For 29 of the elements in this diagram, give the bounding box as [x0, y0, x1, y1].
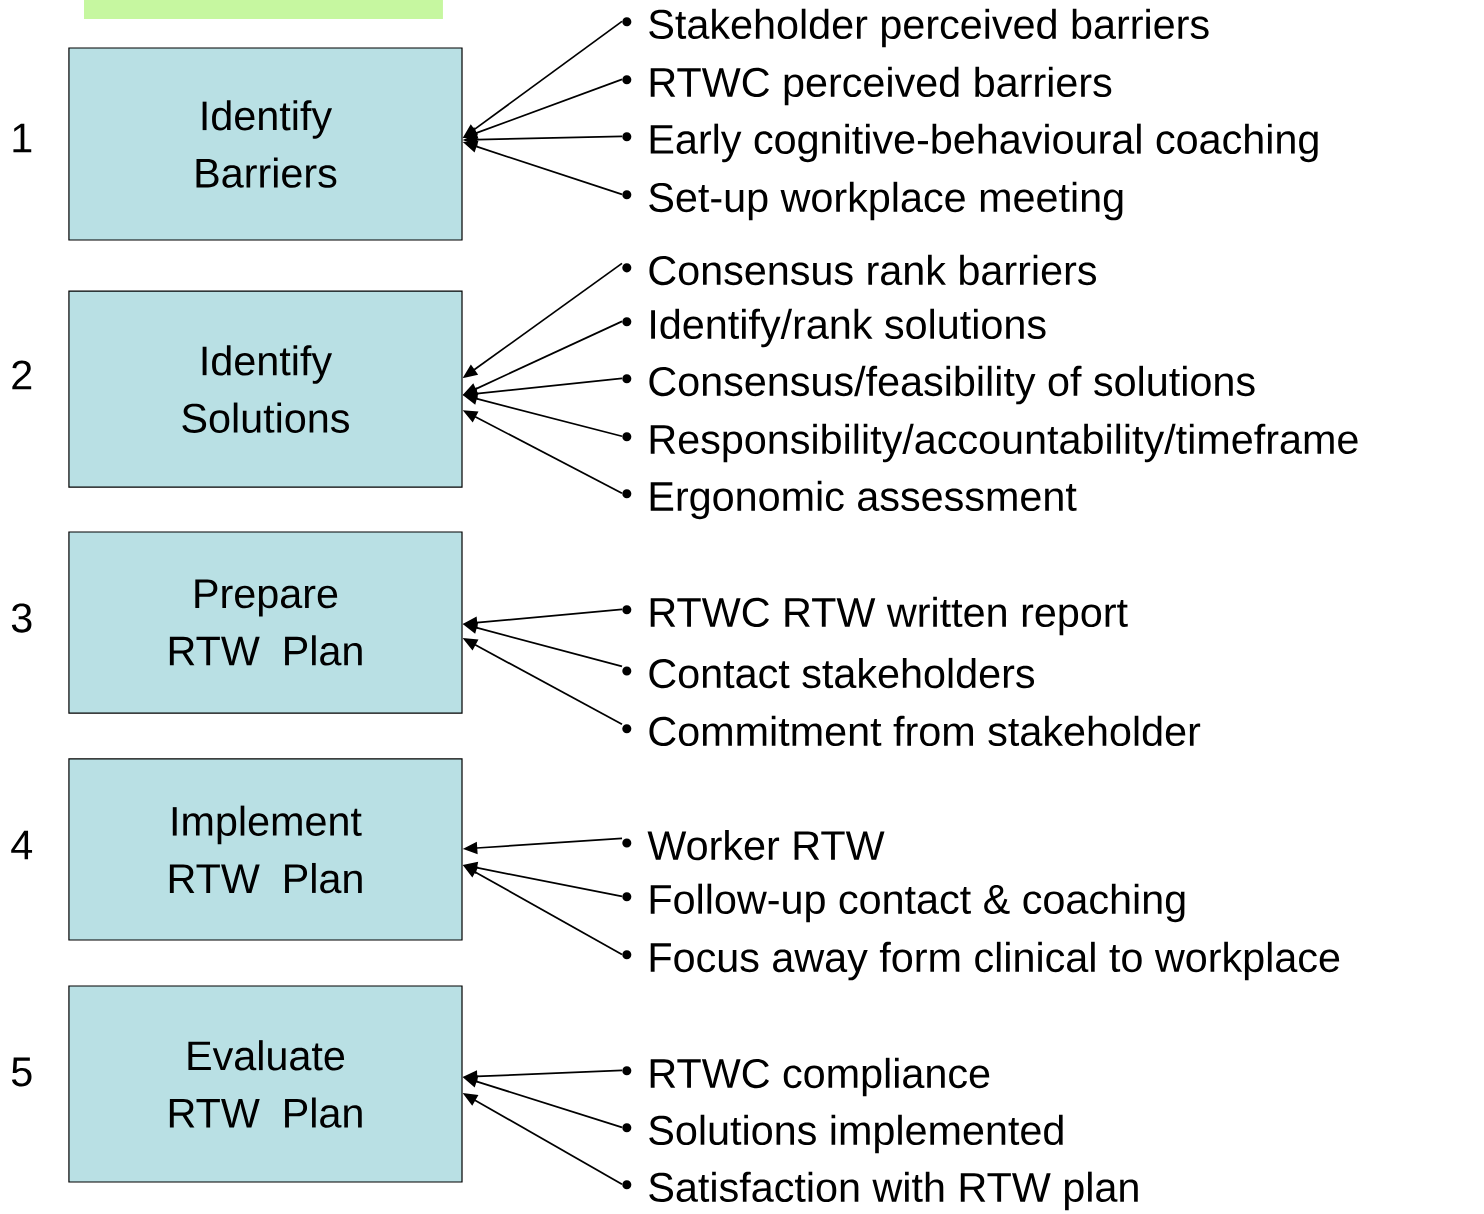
bullet-item: Stakeholder perceived barriers: [622, 8, 1209, 48]
bullet-item: RTWC perceived barriers: [622, 66, 1112, 106]
bullet-item: Commitment from stakeholder: [622, 715, 1201, 747]
bullet-item: Focus away form clinical to workplace: [622, 941, 1340, 981]
step-box: Identify Solutions: [68, 290, 463, 488]
bullet-item: Ergonomic assessment: [622, 480, 1077, 520]
bullet-item: Set-up workplace meeting: [622, 181, 1123, 221]
step-number: 5: [11, 1057, 32, 1087]
banner: [84, 0, 443, 20]
step-box: Implement RTW Plan: [68, 758, 463, 941]
step-number: 2: [12, 360, 32, 390]
step-box: Prepare RTW Plan: [68, 531, 463, 714]
bullet-item: Contact stakeholders: [622, 657, 1035, 689]
bullet-item: RTWC compliance: [622, 1057, 990, 1097]
step-box: Identify Barriers: [68, 47, 463, 241]
step-number: 1: [13, 123, 32, 153]
bullet-item: Consensus/feasibility of solutions: [622, 365, 1255, 405]
bullet-item: Consensus rank barriers: [622, 254, 1096, 286]
bullet-item: Worker RTW: [622, 829, 885, 861]
step-number: 4: [11, 830, 33, 860]
bullet-item: Satisfaction with RTW plan: [622, 1171, 1138, 1211]
bullet-item: RTWC RTW written report: [622, 596, 1128, 636]
bullet-item: Solutions implemented: [622, 1114, 1063, 1154]
step-box: Evaluate RTW Plan: [68, 985, 463, 1183]
bullet-item: Follow-up contact & coaching: [622, 883, 1185, 923]
bullet-item: Early cognitive-behavioural coaching: [622, 123, 1318, 163]
bullet-item: Responsibility/accountability/timeframe: [622, 423, 1358, 463]
bullet-item: Identify/rank solutions: [622, 308, 1046, 348]
step-number: 3: [11, 603, 32, 633]
